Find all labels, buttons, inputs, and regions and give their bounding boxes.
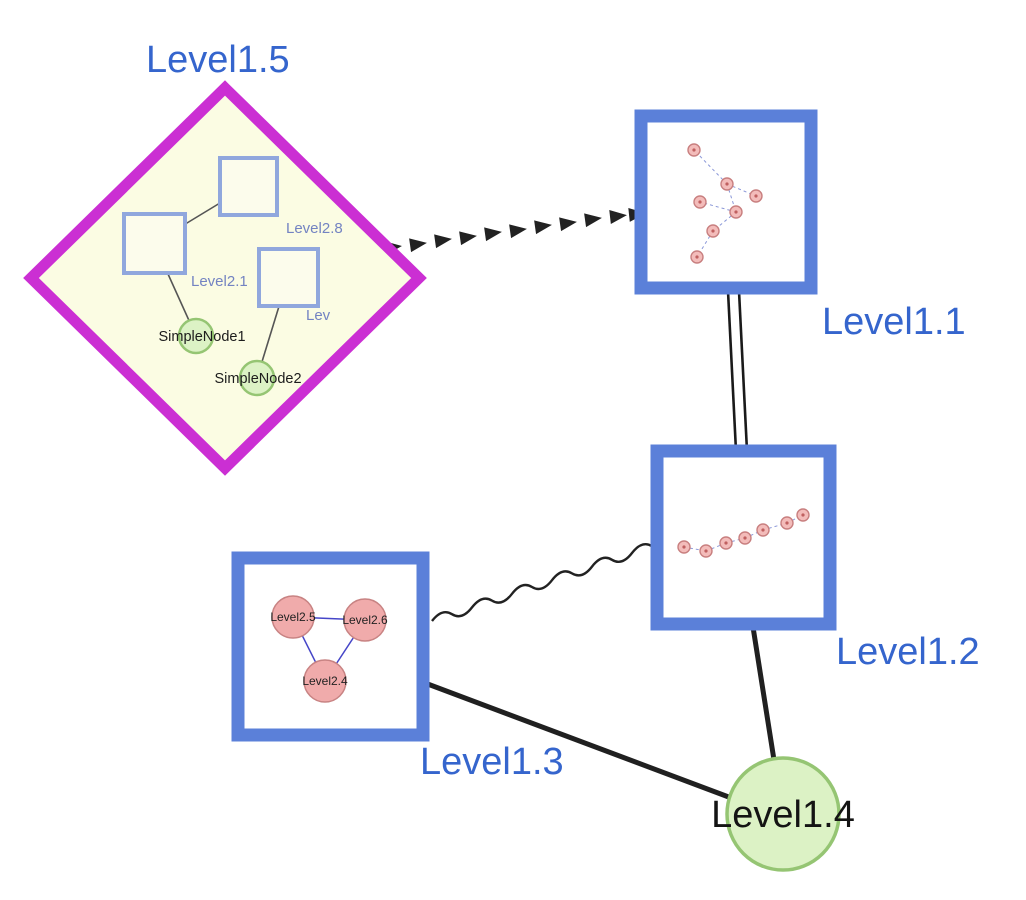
level26-label: Level2.6 (342, 613, 388, 627)
graph-node-dot-core (711, 229, 715, 233)
graph-node-dot-core (754, 194, 758, 198)
level11-inner-graph (687, 143, 763, 264)
level13-box[interactable] (231, 551, 430, 742)
level15-square-left[interactable] (122, 212, 187, 275)
level15-square-top-label: Level2.8 (286, 220, 343, 237)
simple-node-1-label: SimpleNode1 (158, 329, 245, 345)
level12-inner-graph (677, 508, 810, 558)
graph-node-dot-core (692, 148, 696, 152)
simple-node-2-label: SimpleNode2 (214, 371, 301, 387)
level14-label: Level1.4 (711, 794, 855, 836)
edge-level15-to-level11[interactable] (384, 207, 646, 256)
level11-inner-edge[interactable] (693, 149, 728, 185)
simple-node-2[interactable] (238, 359, 276, 397)
graph-node-dot-core (682, 545, 686, 549)
level12-label: Level1.2 (836, 631, 980, 673)
double-edge-line-1[interactable] (726, 290, 738, 452)
level13-node-level25[interactable] (271, 595, 315, 639)
level13-label: Level1.3 (420, 741, 564, 783)
graph-node-dot-core (695, 255, 699, 259)
graph-node-dot-core (734, 210, 738, 214)
level13-node-level26[interactable] (343, 598, 387, 642)
simple-node-1[interactable] (177, 317, 215, 355)
level11-box[interactable] (634, 109, 818, 295)
node-level15-group: Level2.8 Level2.1 Lev SimpleNode1 Simple… (23, 80, 427, 476)
graph-node-dot-core (743, 536, 747, 540)
level12-box[interactable] (650, 444, 837, 631)
graph-node-dot-core (704, 549, 708, 553)
graph-node-dot-core (725, 182, 729, 186)
level14-circle[interactable] (725, 756, 841, 872)
level15-square-left-label: Level2.1 (191, 273, 248, 290)
graph-node-dot-core (698, 200, 702, 204)
edge-level12-to-level14[interactable] (750, 624, 777, 763)
graph-node-dot-core (801, 513, 805, 517)
node-level12-group (650, 444, 837, 631)
level15-square-top[interactable] (218, 156, 279, 217)
node-level13-group: Level2.5 Level2.6 Level2.4 (231, 551, 430, 742)
level11-label: Level1.1 (822, 301, 966, 343)
edge-level13-to-level12-wavy[interactable] (431, 543, 653, 622)
level15-square-right-label: Lev (306, 307, 331, 324)
level24-label: Level2.4 (302, 674, 348, 688)
double-edge-line-2[interactable] (737, 290, 749, 452)
level13-node-level24[interactable] (303, 659, 347, 703)
dashed-arrow-edge[interactable] (384, 207, 646, 256)
node-level14-group: Level1.4 (711, 756, 855, 872)
graph-node-dot-core (785, 521, 789, 525)
level15-label: Level1.5 (146, 39, 290, 81)
level15-square-right[interactable] (257, 247, 320, 308)
level25-label: Level2.5 (270, 610, 316, 624)
edge-level13-to-level14[interactable] (422, 680, 737, 802)
edge-level11-to-level12[interactable] (726, 290, 749, 452)
graph-node-dot-core (761, 528, 765, 532)
graph-node-dot-core (724, 541, 728, 545)
node-level11-group (634, 109, 818, 295)
level15-diamond-shape[interactable] (23, 80, 427, 476)
